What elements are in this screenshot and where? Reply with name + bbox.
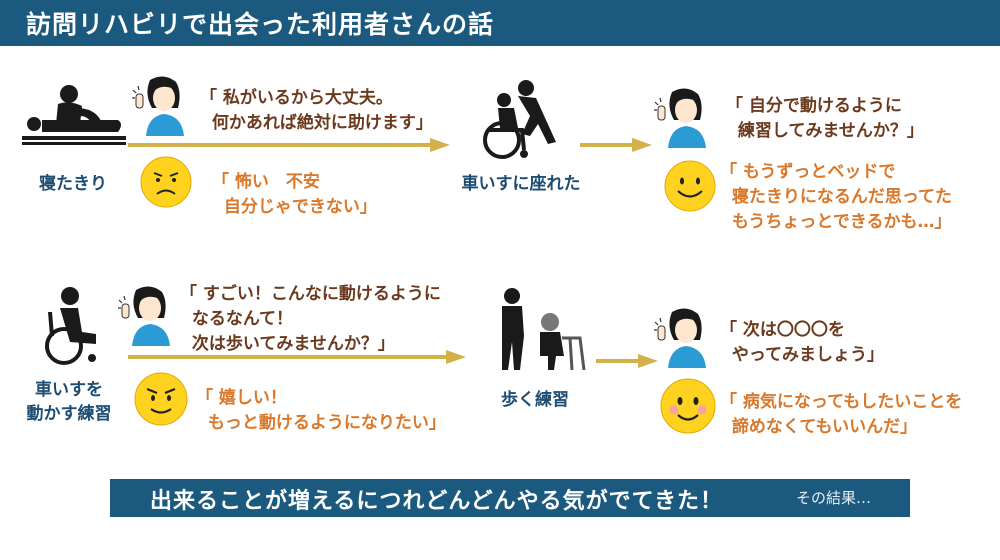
arrow-3	[128, 350, 466, 364]
wheelchair-user-icon	[40, 286, 102, 366]
speech-staff-1: 「 私がいるから大丈夫。 何かあれば絶対に助けます」	[200, 88, 433, 133]
stage-label-bedridden: 寝たきり	[39, 174, 107, 194]
speech-user-4: 「 病気になってもしたいことを 諦めなくてもいいんだ」	[720, 392, 963, 437]
speech-user-3: 「 嬉しい！ もっと動けるようになりたい」	[196, 388, 446, 433]
staff-icon-1	[130, 74, 192, 136]
stage-label-wheelchair-move-line2: 動かす練習	[26, 404, 112, 424]
arrow-2	[580, 138, 652, 152]
summary-bar	[110, 479, 910, 517]
face-determined-icon	[134, 372, 188, 426]
speech-user-2: 「 もうずっとベッドで 寝たきりになるんだ思ってた もうちょっとできるかも…」	[720, 162, 952, 232]
staff-icon-4	[652, 306, 714, 368]
speech-staff-2: 「 自分で動けるように 練習してみませんか？」	[726, 96, 924, 141]
arrow-1	[128, 138, 450, 152]
wheelchair-assist-icon	[474, 80, 566, 160]
summary-text: 出来ることが増えるにつれどんどんやる気がでてきた！	[150, 489, 724, 514]
walking-with-walker-icon	[490, 286, 590, 372]
bedridden-patient-icon	[22, 84, 128, 156]
title-bar	[0, 0, 1000, 46]
speech-staff-3: 「 すごい！こんなに動けるように なるなんて！ 次は歩いてみませんか？」	[180, 284, 441, 354]
summary-subtext: その結果…	[796, 489, 872, 507]
stage-label-wheelchair-move: 車いすを 動かす練習	[14, 378, 124, 426]
face-happy-blush-icon	[660, 378, 716, 434]
staff-icon-2	[652, 86, 714, 148]
face-worried-icon	[140, 156, 192, 208]
stage-label-wheelchair-sit: 車いすに座れた	[461, 174, 581, 194]
arrow-4	[596, 354, 658, 368]
speech-staff-4: 「 次は〇〇〇を やってみましょう」	[720, 320, 884, 365]
speech-user-1: 「 怖い 不安 自分じゃできない」	[212, 172, 377, 217]
staff-icon-3	[116, 284, 178, 346]
page-title: 訪問リハビリで出会った利用者さんの話	[26, 10, 495, 39]
face-smiling-icon	[664, 160, 716, 212]
stage-label-walk: 歩く練習	[501, 390, 569, 410]
stage-label-wheelchair-move-line1: 車いすを	[35, 380, 103, 400]
